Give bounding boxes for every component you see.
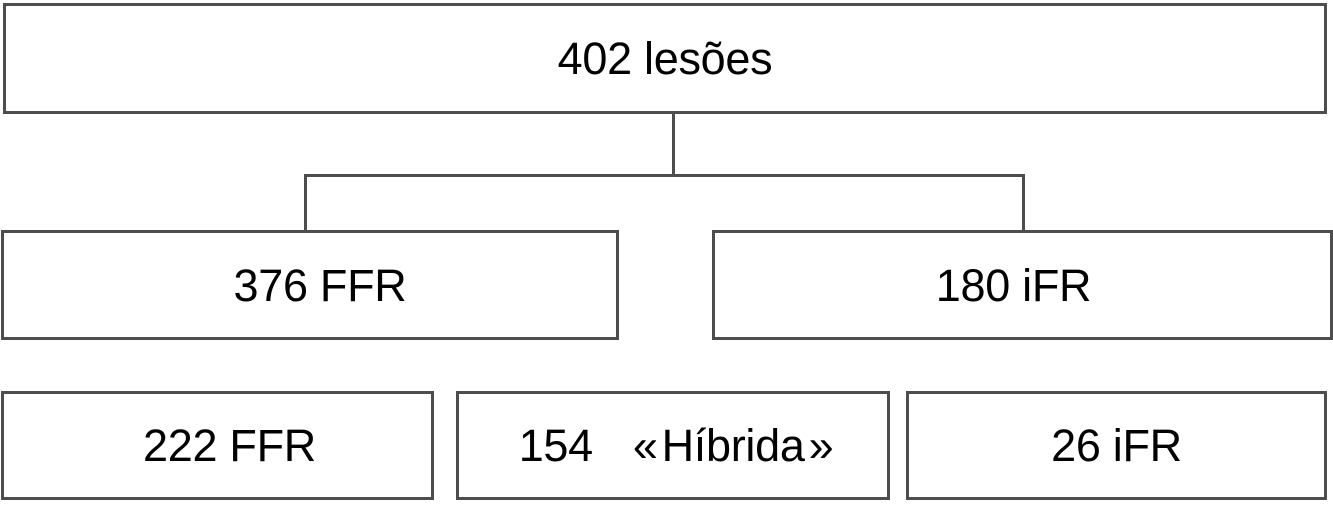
flow-node-hibrida-154-inner: 154 « Híbrida » (519, 420, 834, 472)
flow-node-ifr-180-label: 180 iFR (935, 259, 1092, 311)
connector-leg-left (304, 174, 307, 232)
flow-node-hibrida-154-count: 154 (518, 419, 593, 471)
flow-node-ifr-26-label: 26 iFR (1051, 420, 1182, 471)
flow-node-ffr-376: 376 FFR (1, 230, 619, 340)
connector-root-stem (672, 112, 675, 177)
flow-node-ffr-222: 222 FFR (1, 391, 434, 500)
flow-node-hibrida-154: 154 « Híbrida » (456, 391, 890, 500)
flow-node-ffr-376-label: 376 FFR (233, 259, 407, 311)
connector-leg-right (1022, 174, 1025, 232)
flow-node-root: 402 lesões (3, 3, 1327, 114)
flow-node-ifr-180: 180 iFR (712, 230, 1333, 340)
flow-node-hibrida-154-unit: Híbrida (661, 419, 805, 471)
flow-node-ifr-26: 26 iFR (906, 391, 1327, 500)
flow-node-ffr-222-label: 222 FFR (143, 420, 316, 471)
connector-split-bar (304, 174, 1025, 177)
guillemet-open-icon: « (632, 419, 658, 471)
flow-node-root-label: 402 lesões (557, 33, 773, 84)
guillemet-close-icon: » (808, 419, 834, 471)
